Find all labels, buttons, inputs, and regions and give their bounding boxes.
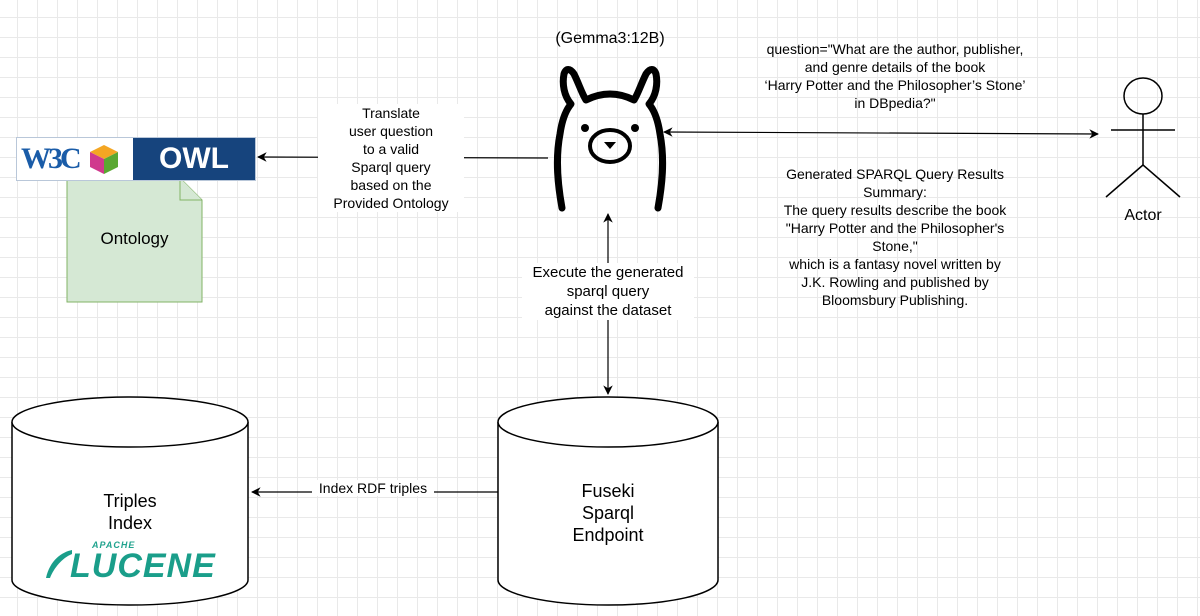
lucene-text: LUCENE bbox=[70, 547, 216, 585]
w3c-owl-logo: W3C OWL bbox=[16, 137, 256, 181]
apache-lucene-logo: APACHE LUCENE bbox=[44, 540, 224, 584]
lucene-feather-icon bbox=[46, 550, 72, 578]
actor-label: Actor bbox=[1124, 207, 1162, 224]
model-label: (Gemma3:12B) bbox=[555, 30, 665, 47]
edge-llama-actor bbox=[663, 127, 1099, 139]
w3c-text: W3C bbox=[21, 142, 82, 175]
index-edge-label: Index RDF triples bbox=[312, 480, 434, 496]
ontology-note-fold bbox=[179, 178, 202, 201]
fuseki-cylinder bbox=[497, 396, 719, 606]
w3c-cube-icon bbox=[90, 145, 118, 174]
execute-label: Execute the generated sparql query again… bbox=[522, 263, 694, 320]
ontology-label: Ontology bbox=[100, 229, 169, 248]
llama-face bbox=[581, 124, 639, 164]
actor-icon bbox=[1105, 77, 1181, 198]
question-label: question="What are the author, publisher… bbox=[764, 41, 1026, 111]
translate-label: Translate user question to a valid Sparq… bbox=[318, 104, 464, 212]
owl-text: OWL bbox=[133, 138, 255, 180]
results-label: Generated SPARQL Query Results Summary: … bbox=[783, 166, 1007, 308]
fuseki-label: Fuseki Sparql Endpoint bbox=[572, 481, 644, 545]
llama-icon bbox=[553, 66, 667, 212]
apache-text: APACHE bbox=[92, 540, 136, 550]
triples-index-cylinder bbox=[11, 396, 249, 606]
triples-index-label: Triples Index bbox=[103, 491, 157, 533]
